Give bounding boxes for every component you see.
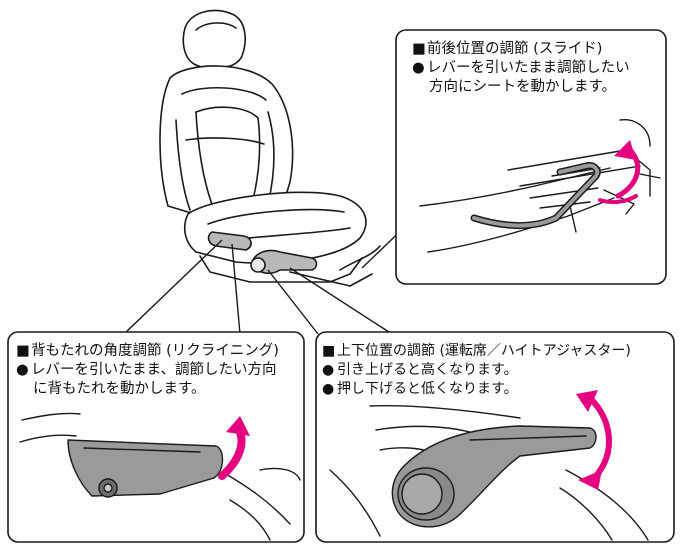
slide-detail-illustration <box>419 119 661 253</box>
callout-box-slide <box>395 29 667 285</box>
callout-box-recline <box>7 331 305 543</box>
callout-height: ■上下位置の調節 (運転席／ハイトアジャスター) ●引き上げると高くなります。 … <box>322 343 631 397</box>
callout-recline-heading: ■背もたれの角度調節 (リクライニング) <box>16 343 279 359</box>
height-detail-illustration <box>329 390 649 541</box>
headrest <box>182 9 246 70</box>
recline-lever-small <box>207 231 252 251</box>
circle-bullet-icon: ● <box>16 362 29 378</box>
callout-slide-heading: ■前後位置の調節 (スライド) <box>412 41 603 57</box>
square-bullet-icon: ■ <box>322 343 336 359</box>
car-seat-illustration <box>159 9 381 287</box>
circle-bullet-icon: ● <box>322 381 335 397</box>
callout-recline: ■背もたれの角度調節 (リクライニング) ●レバーを引いたまま、調節したい方向 … <box>16 343 279 397</box>
recline-detail-illustration <box>19 412 301 541</box>
height-lever-small <box>251 249 318 275</box>
callout-slide: ■前後位置の調節 (スライド) ●レバーを引いたまま調節したい 方向にシートを動… <box>412 41 630 95</box>
callout-height-heading: ■上下位置の調節 (運転席／ハイトアジャスター) <box>322 343 631 359</box>
square-bullet-icon: ■ <box>412 41 426 57</box>
circle-bullet-icon: ● <box>412 60 425 76</box>
circle-bullet-icon: ● <box>322 362 335 378</box>
square-bullet-icon: ■ <box>16 343 30 359</box>
